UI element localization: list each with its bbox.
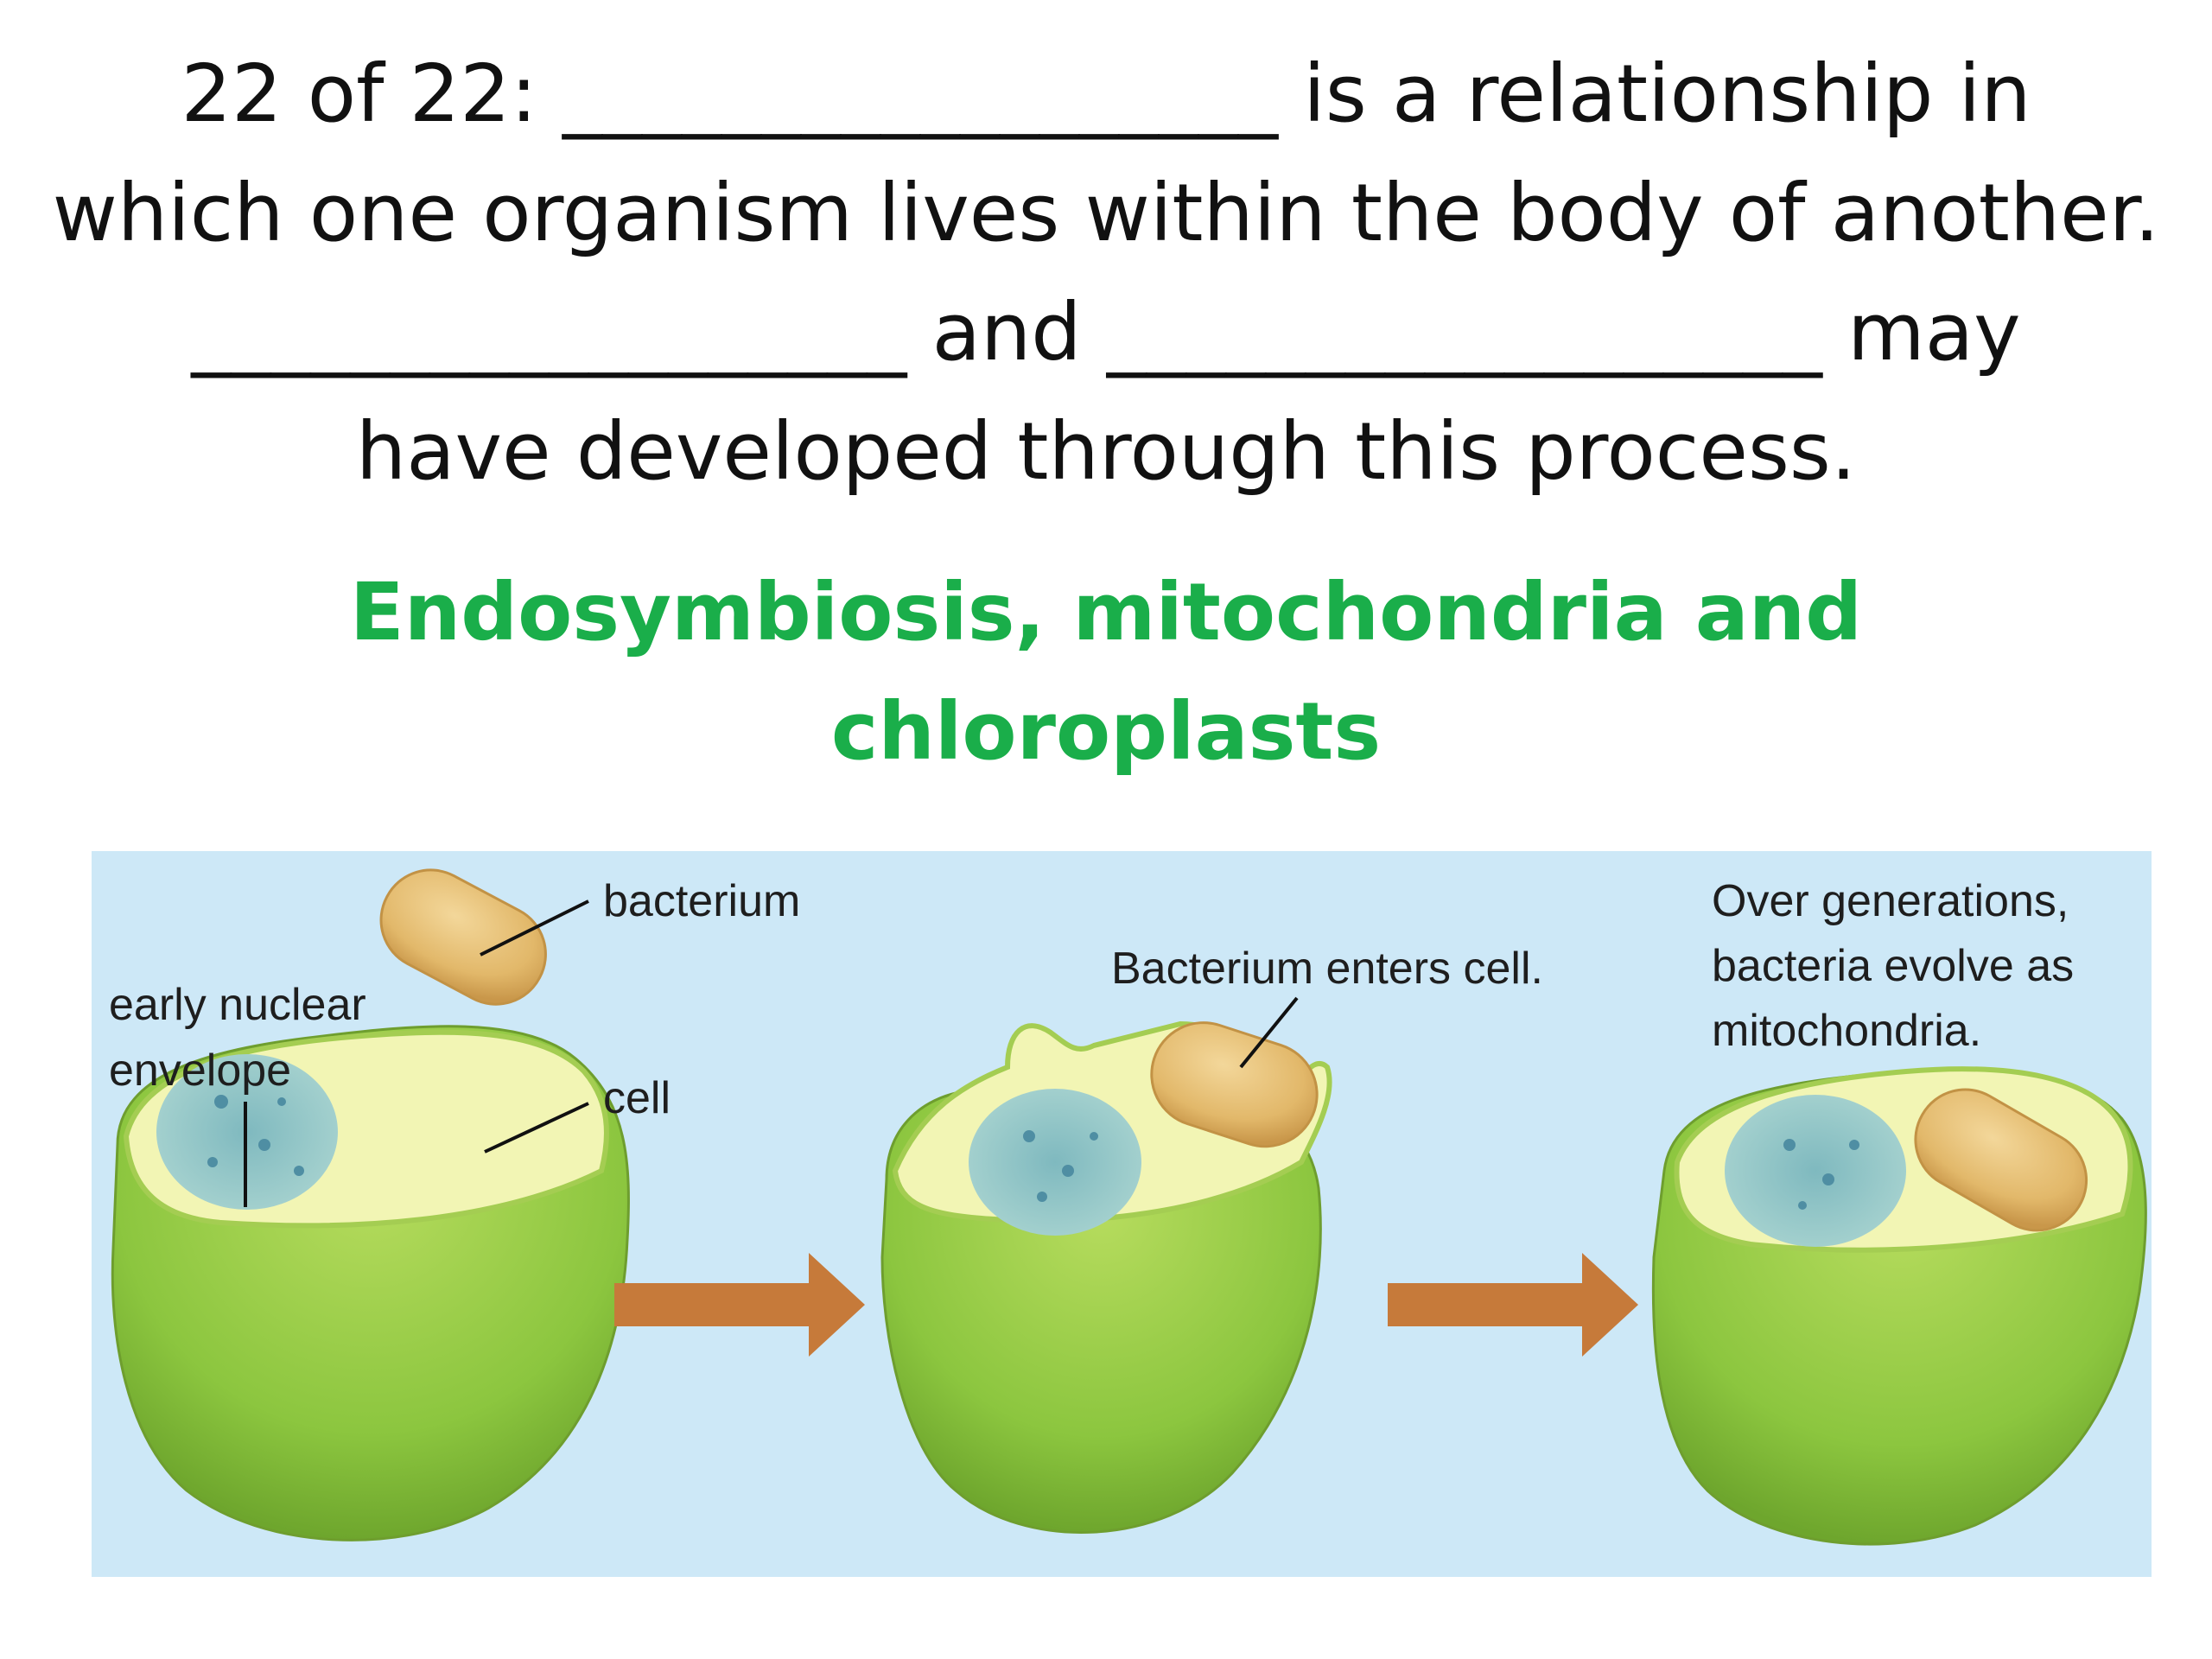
label-bacterium: bacterium	[603, 876, 801, 926]
arrow-2	[1388, 1253, 1638, 1357]
answer-text: Endosymbiosis, mitochondria and chloropl…	[0, 553, 2212, 791]
question-text: 22 of 22: __________________ is a relati…	[0, 35, 2212, 512]
label-cell: cell	[603, 1073, 671, 1123]
leader-cell	[484, 1102, 589, 1154]
nucleus-2	[969, 1089, 1141, 1236]
bacterium-outside	[379, 868, 547, 1006]
question-line-3: __________________ and _________________…	[191, 286, 2021, 378]
label-over-generations-1: Over generations,	[1712, 876, 2069, 926]
nucleus-3	[1725, 1095, 1906, 1247]
arrow-1	[614, 1253, 865, 1357]
question-line-2: which one organism lives within the body…	[52, 167, 2160, 259]
label-early-nuclear-envelope-2: envelope	[109, 1046, 292, 1096]
mitochondrion	[1914, 1088, 2088, 1232]
label-over-generations-3: mitochondria.	[1712, 1006, 1982, 1056]
leader-bacterium	[480, 899, 589, 957]
answer-line-1: Endosymbiosis, mitochondria and	[349, 566, 1863, 658]
diagram-illustration	[111, 868, 2147, 1546]
answer-line-2: chloroplasts	[830, 685, 1382, 778]
question-line-4: have developed through this process.	[355, 405, 1857, 498]
label-bacterium-enters: Bacterium enters cell.	[1111, 944, 1543, 994]
cell-stage-2	[880, 996, 1332, 1534]
bacterium-entering	[1150, 1021, 1319, 1148]
cell-stage-1	[111, 868, 630, 1541]
cell-stage-3	[1651, 1066, 2147, 1546]
label-over-generations-2: bacteria evolve as	[1712, 941, 2075, 991]
question-line-1: 22 of 22: __________________ is a relati…	[181, 48, 2031, 140]
label-early-nuclear-envelope-1: early nuclear	[109, 980, 366, 1030]
endosymbiosis-diagram: bacterium early nuclear envelope cell Ba…	[92, 851, 2152, 1577]
leader-enters	[1239, 996, 1299, 1069]
